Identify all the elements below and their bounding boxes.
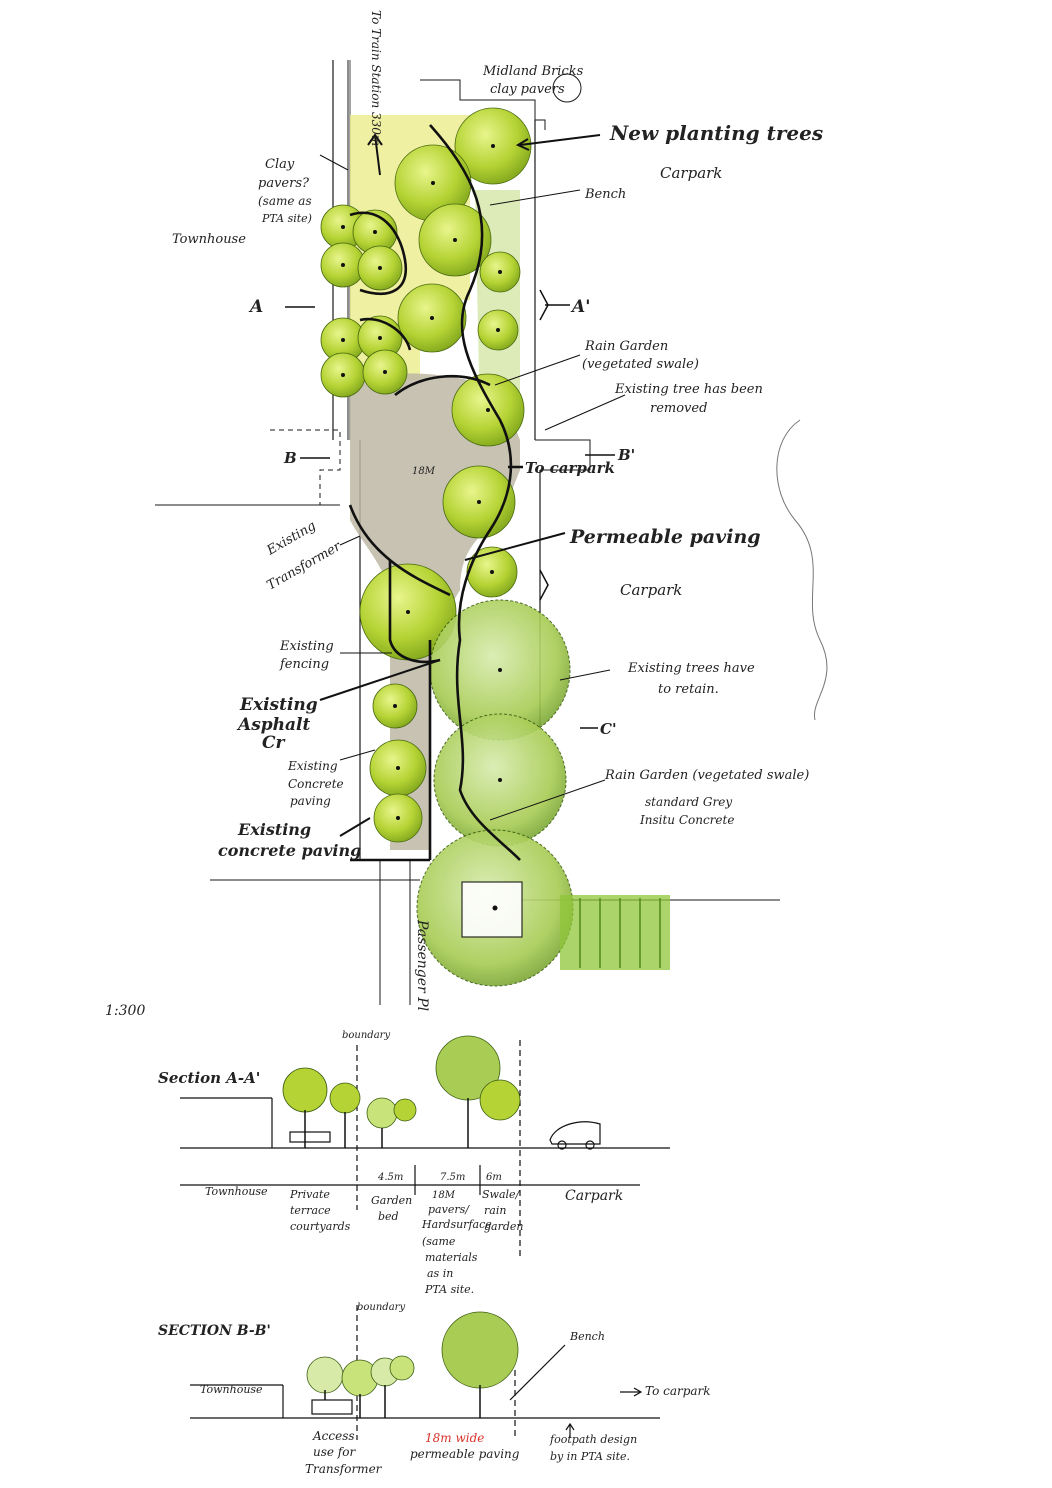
rain-garden-2-label: Rain Garden (vegetated swale) xyxy=(604,768,809,783)
section-a-pavers-a: 18M xyxy=(432,1190,456,1201)
carpark-top-label: Carpark xyxy=(660,164,722,182)
plan-labels: To Train Station 330m Midland Bricks cla… xyxy=(105,10,823,1019)
section-b-access-a: Access xyxy=(312,1429,355,1443)
clay-pavers-side-2: pavers? xyxy=(258,176,310,191)
existing-concrete-a: Existing xyxy=(287,759,338,773)
lawn-strip xyxy=(560,895,670,970)
section-a-prime-marker-label: A' xyxy=(570,297,590,317)
section-b-marker-label: B xyxy=(283,449,297,467)
existing-concrete-c: paving xyxy=(290,794,331,808)
plan-arrows xyxy=(319,133,626,837)
rain-garden-1b: (vegetated swale) xyxy=(582,357,699,372)
existing-tree-removed-b: removed xyxy=(650,401,707,416)
rain-garden-1a: Rain Garden xyxy=(584,339,668,354)
tree-centres xyxy=(341,144,502,911)
existing-trees-retain-a: Existing trees have xyxy=(627,661,755,676)
pencil-sketch xyxy=(776,419,828,721)
section-a-pavers-c: Hardsurface xyxy=(421,1218,492,1231)
permeable-paving-label: Permeable paving xyxy=(569,526,761,548)
section-a-title: Section A-A' xyxy=(158,1069,260,1087)
section-b-title: SECTION B-B' xyxy=(158,1323,271,1339)
plinth xyxy=(461,881,523,938)
midland-bricks-label: Midland Bricks xyxy=(482,64,584,79)
section-a-swale-c: garden xyxy=(484,1220,524,1233)
existing-concrete-bold-a: Existing xyxy=(237,820,311,839)
scale-label: 1:300 xyxy=(105,1003,145,1019)
section-a-carpark: Carpark xyxy=(565,1188,623,1204)
section-a-swale-a: Swale/ xyxy=(482,1188,521,1201)
section-a-swale-b: rain xyxy=(484,1204,506,1217)
existing-trees-retain-b: to retain. xyxy=(658,682,719,697)
section-b-access-c: Transformer xyxy=(305,1462,383,1476)
standard-grey-a: standard Grey xyxy=(645,795,732,809)
section-a-dim-1: 4.5m xyxy=(377,1172,403,1183)
clay-pavers-side-4: PTA site) xyxy=(261,212,312,225)
existing-concrete-b: Concrete xyxy=(288,777,344,791)
section-b-prime-marker-label: B' xyxy=(617,446,635,464)
section-b-bench: Bench xyxy=(569,1330,605,1343)
existing-tree-removed-a: Existing tree has been xyxy=(614,382,763,397)
section-a-pavers-e: materials xyxy=(425,1251,478,1264)
to-carpark-label: To carpark xyxy=(525,459,615,477)
section-a-garden-b: bed xyxy=(378,1210,399,1223)
existing-concrete-bold-b: concrete paving xyxy=(218,841,361,860)
section-a-private-b: terrace xyxy=(290,1204,331,1217)
section-a-boundary: boundary xyxy=(342,1030,390,1041)
section-b-boundary: boundary xyxy=(357,1302,405,1313)
section-c-prime-marker-label: C' xyxy=(600,720,617,738)
section-b-permeable: permeable paving xyxy=(410,1447,520,1461)
section-a-pavers-d: (same xyxy=(422,1235,456,1248)
section-b-access-b: use for xyxy=(313,1445,356,1459)
section-a-dim-2: 7.5m xyxy=(440,1172,465,1183)
section-b: SECTION B-B' boundary Bench xyxy=(158,1302,711,1476)
standard-grey-b: Insitu Concrete xyxy=(639,813,734,827)
existing-fencing-b: fencing xyxy=(279,657,329,672)
section-b-footpath-a: footpath design xyxy=(549,1433,637,1446)
section-a-pavers-b: pavers/ xyxy=(428,1203,470,1216)
section-a-private-c: courtyards xyxy=(290,1220,351,1233)
passenger-pl-label: Passenger Pl xyxy=(414,919,430,1011)
existing-fencing-a: Existing xyxy=(279,639,334,654)
width-18m-label: 18M xyxy=(412,466,436,477)
bench-label: Bench xyxy=(584,187,626,202)
clay-pavers-side-1: Clay xyxy=(265,157,295,172)
clay-pavers-side-3: (same as xyxy=(258,194,312,208)
to-train-station-label: To Train Station 330m xyxy=(369,10,383,146)
section-b-footpath-b: by in PTA site. xyxy=(550,1450,630,1463)
section-a-pavers-f: as in xyxy=(427,1267,453,1280)
section-b-townhouse: Townhouse xyxy=(200,1383,263,1396)
existing-asphalt-b: Asphalt xyxy=(236,715,310,735)
section-a-townhouse: Townhouse xyxy=(205,1185,268,1198)
section-a-dim-3: 6m xyxy=(486,1172,502,1183)
clay-pavers-top-label: clay pavers xyxy=(490,82,565,97)
existing-asphalt-c: Cr xyxy=(262,733,286,753)
section-b-to-carpark: To carpark xyxy=(645,1384,711,1398)
section-a-garden-a: Garden xyxy=(371,1194,412,1207)
new-planting-trees-label: New planting trees xyxy=(609,121,823,145)
existing-asphalt-a: Existing xyxy=(239,695,318,715)
townhouse-label: Townhouse xyxy=(172,232,246,247)
section-markers xyxy=(285,289,615,729)
section-a: Section A-A' boundary xyxy=(158,1030,670,1296)
section-b-width-red: 18m wide xyxy=(425,1431,484,1445)
section-a-marker-label: A xyxy=(248,297,263,317)
section-a-pavers-g: PTA site. xyxy=(424,1283,474,1296)
carpark-mid-label: Carpark xyxy=(620,581,682,599)
section-a-private-a: Private xyxy=(289,1188,330,1201)
